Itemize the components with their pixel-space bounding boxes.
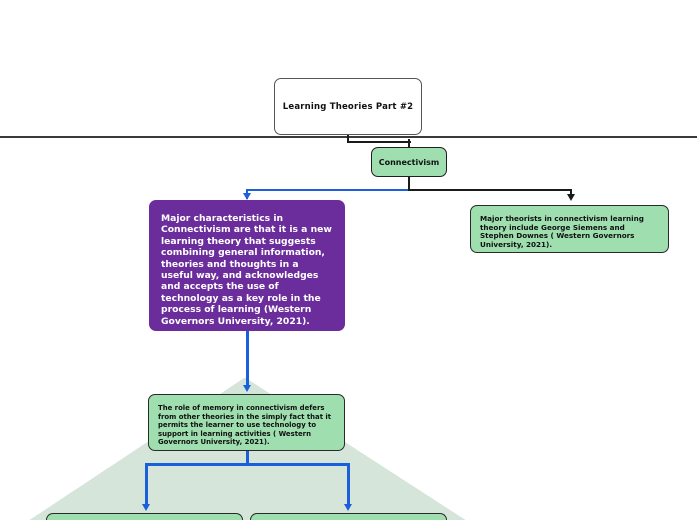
- connector-memory-to-bottom-right: [347, 463, 350, 507]
- node-major-theorists[interactable]: Major theorists in connectivism learning…: [470, 205, 669, 253]
- arrowhead-to-theorists: [567, 194, 575, 201]
- connector-connectivism-down: [408, 177, 411, 191]
- connector-characteristics-to-memory: [246, 331, 249, 388]
- connector-connectivism-to-characteristics-h: [247, 189, 410, 192]
- connector-title-to-connectivism-h: [347, 141, 411, 144]
- node-title-label: Learning Theories Part #2: [282, 101, 414, 112]
- node-bottom-left[interactable]: [46, 513, 243, 520]
- node-role-of-memory-label: The role of memory in connectivism defer…: [158, 404, 332, 446]
- arrowhead-to-bottom-left: [142, 504, 150, 511]
- connector-memory-split-h: [145, 463, 350, 466]
- connector-title-to-connectivism-v: [408, 139, 411, 149]
- node-connectivism-label: Connectivism: [378, 157, 440, 167]
- connector-connectivism-to-theorists-h: [408, 189, 572, 192]
- node-major-characteristics[interactable]: Major characteristics in Connectivism ar…: [149, 200, 345, 331]
- node-bottom-right[interactable]: [250, 513, 447, 520]
- connector-memory-to-bottom-left: [145, 463, 148, 507]
- arrowhead-to-bottom-right: [344, 504, 352, 511]
- node-major-characteristics-label: Major characteristics in Connectivism ar…: [161, 213, 332, 327]
- node-connectivism[interactable]: Connectivism: [371, 147, 447, 177]
- connector-title-stub: [347, 133, 350, 143]
- arrowhead-to-memory: [243, 385, 251, 392]
- connector-memory-down: [246, 451, 249, 465]
- node-title-box[interactable]: Learning Theories Part #2: [274, 78, 422, 135]
- node-major-theorists-label: Major theorists in connectivism learning…: [480, 214, 644, 250]
- node-role-of-memory[interactable]: The role of memory in connectivism defer…: [148, 394, 345, 451]
- arrowhead-to-characteristics: [243, 193, 251, 200]
